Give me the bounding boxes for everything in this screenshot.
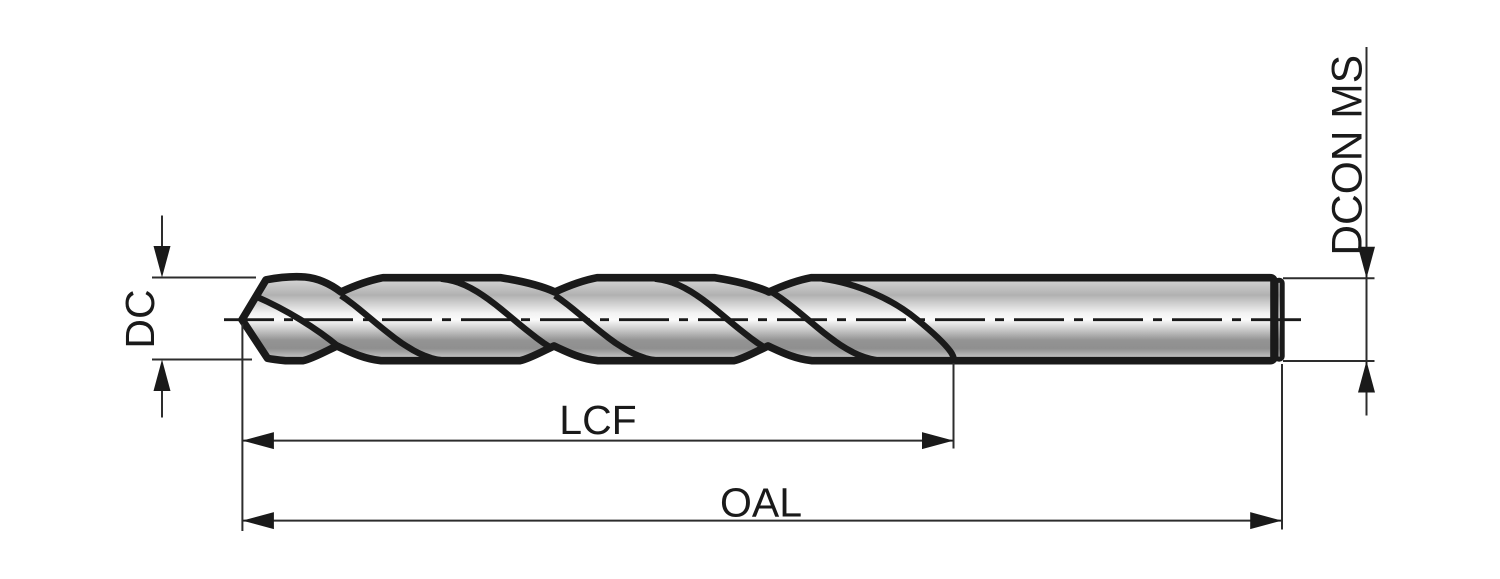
svg-text:LCF: LCF [559,397,636,443]
svg-text:OAL: OAL [720,479,802,525]
svg-text:DCON MS: DCON MS [1325,55,1372,256]
svg-text:DC: DC [117,289,163,348]
